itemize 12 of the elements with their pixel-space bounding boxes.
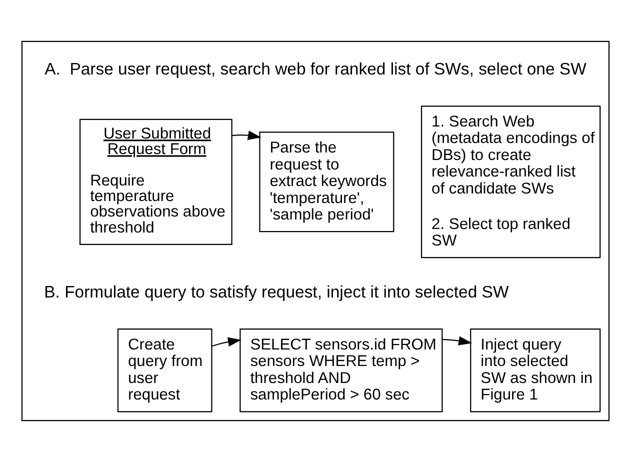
cluster (21, 40, 610, 421)
node-box: SELECT sensors.id FROM sensors WHERE temp > threshold AND samplePeriod > 60 sec (240, 328, 443, 412)
node-box: User Submitted Request Form Require temperature observations above threshold (79, 118, 232, 244)
arrow (212, 336, 242, 346)
label: A. Parse user request, search web for ranked list of SWs, select one SW (44, 58, 586, 78)
node-box: Create query from user request (117, 328, 212, 412)
node-box: Inject query into selected SW as shown in Figure 1 (470, 328, 601, 412)
arrow (442, 336, 472, 345)
node-box: Parse the request to extract keywords 'temperature', 'sample period' (259, 131, 394, 232)
label: B. Formulate query to satisfy request, inject it into selected SW (44, 282, 509, 301)
arrow (232, 130, 262, 140)
node-box: 1. Search Web (metadata encodings of DBs) to create relevance-ranked list of candidate SWs 2. Select top ranked SW (420, 105, 601, 258)
